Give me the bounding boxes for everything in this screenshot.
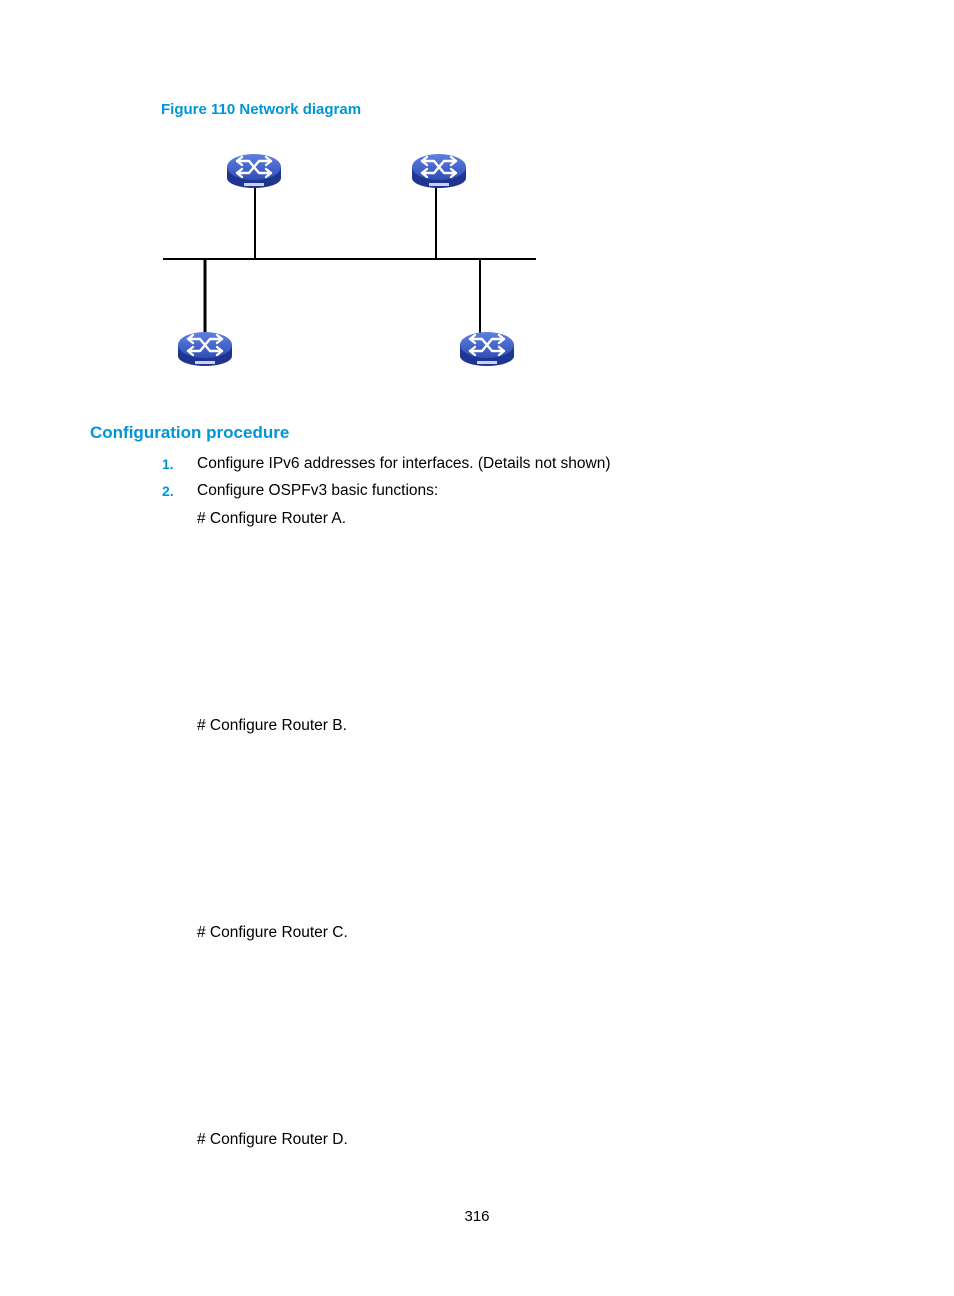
figure-caption: Figure 110 Network diagram	[161, 101, 362, 118]
step-text: Configure OSPFv3 basic functions:	[197, 482, 439, 499]
config-comment-router-c: # Configure Router C.	[197, 924, 348, 941]
router-icon-bottom-left	[176, 330, 234, 368]
router-icon-top-right	[410, 152, 468, 190]
config-comment-router-b: # Configure Router B.	[197, 717, 347, 734]
config-comment-router-d: # Configure Router D.	[197, 1131, 348, 1148]
step-text: Configure IPv6 addresses for interfaces.…	[197, 455, 611, 472]
network-diagram	[163, 152, 536, 368]
step-number: 1.	[162, 456, 174, 472]
router-icon-bottom-right	[458, 330, 516, 368]
page-number: 316	[464, 1208, 490, 1225]
section-heading: Configuration procedure	[90, 423, 290, 442]
step-number: 2.	[162, 483, 174, 499]
config-comment-router-a: # Configure Router A.	[197, 510, 347, 527]
router-icon-top-left	[225, 152, 283, 190]
